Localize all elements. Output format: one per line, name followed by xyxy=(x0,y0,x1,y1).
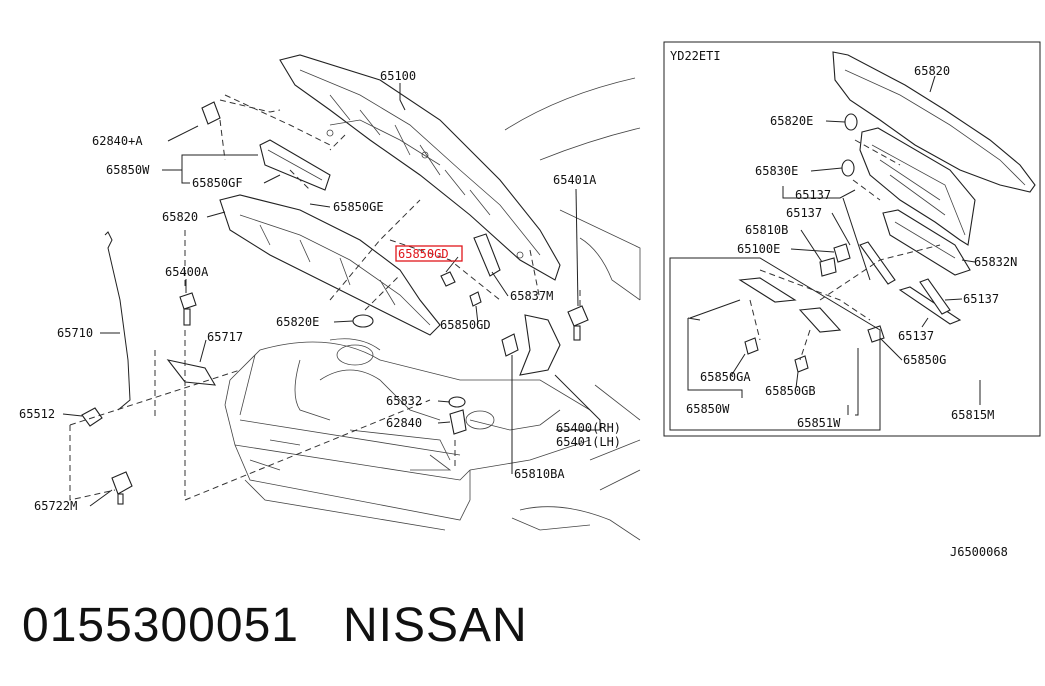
label-65837m: 65837M xyxy=(510,289,553,303)
inset-label-65850g: 65850G xyxy=(903,353,946,367)
label-62840: 62840 xyxy=(386,416,422,430)
inset-sub-frame xyxy=(669,257,881,431)
label-65850gd: 65850GD xyxy=(440,318,491,332)
inset-label-65815m: 65815M xyxy=(951,408,994,422)
brand-name: NISSAN xyxy=(342,599,528,652)
label-65820e: 65820E xyxy=(276,315,319,329)
label-65850ge: 65850GE xyxy=(333,200,384,214)
small-parts xyxy=(81,101,589,505)
hood-seal-65850w xyxy=(259,139,331,191)
inset-label-65100e: 65100E xyxy=(737,242,780,256)
inset-frame xyxy=(663,41,1041,437)
inset-title: YD22ETI xyxy=(670,49,721,63)
inset-label-65850gb: 65850GB xyxy=(765,384,816,398)
label-65710: 65710 xyxy=(57,326,93,340)
inset-label-65851w: 65851W xyxy=(797,416,841,430)
drawing-code: J6500068 xyxy=(950,545,1008,559)
inset-label-65820e: 65820E xyxy=(770,114,813,128)
inset-panel: YD22ETI xyxy=(663,41,1041,437)
inset-label-65137-c: 65137 xyxy=(963,292,999,306)
label-65850w: 65850W xyxy=(106,163,150,177)
inset-labels: 65820 65820E 65830E 65137 65137 65810B 6… xyxy=(686,64,1017,430)
label-65401lh: 65401(LH) xyxy=(556,435,621,449)
leader-lines xyxy=(62,83,601,507)
label-65100: 65100 xyxy=(380,69,416,83)
inset-label-65820: 65820 xyxy=(914,64,950,78)
vehicle-body-outline xyxy=(224,77,641,541)
inset-label-65810b: 65810B xyxy=(745,223,788,237)
label-65832: 65832 xyxy=(386,394,422,408)
assembly-lines xyxy=(69,94,581,501)
inset-label-65137-b: 65137 xyxy=(786,206,822,220)
inset-label-65832n: 65832N xyxy=(974,255,1017,269)
label-65401a: 65401A xyxy=(553,173,597,187)
label-65850gd-highlighted: 65850GD xyxy=(398,247,449,261)
part-number: 0155300051 xyxy=(22,599,299,652)
label-65400rh: 65400(RH) xyxy=(556,421,621,435)
inset-label-65850ga: 65850GA xyxy=(700,370,751,384)
label-65512: 65512 xyxy=(19,407,55,421)
label-65850gf: 65850GF xyxy=(192,176,243,190)
label-65810ba: 65810BA xyxy=(514,467,565,481)
inset-label-65830e: 65830E xyxy=(755,164,798,178)
highlight-box xyxy=(395,245,463,262)
label-62840a: 62840+A xyxy=(92,134,143,148)
footer-caption: 0155300051 NISSAN xyxy=(22,598,528,653)
hood-insulator xyxy=(219,194,441,336)
main-labels: 65100 62840+A 65850W 65850GF 65850GE 658… xyxy=(19,69,621,513)
label-65400a: 65400A xyxy=(165,265,209,279)
label-65820: 65820 xyxy=(162,210,198,224)
inset-label-65850w: 65850W xyxy=(686,402,730,416)
inset-label-65137-d: 65137 xyxy=(898,329,934,343)
inset-label-65137-a: 65137 xyxy=(795,188,831,202)
label-65722m: 65722M xyxy=(34,499,77,513)
label-65717: 65717 xyxy=(207,330,243,344)
